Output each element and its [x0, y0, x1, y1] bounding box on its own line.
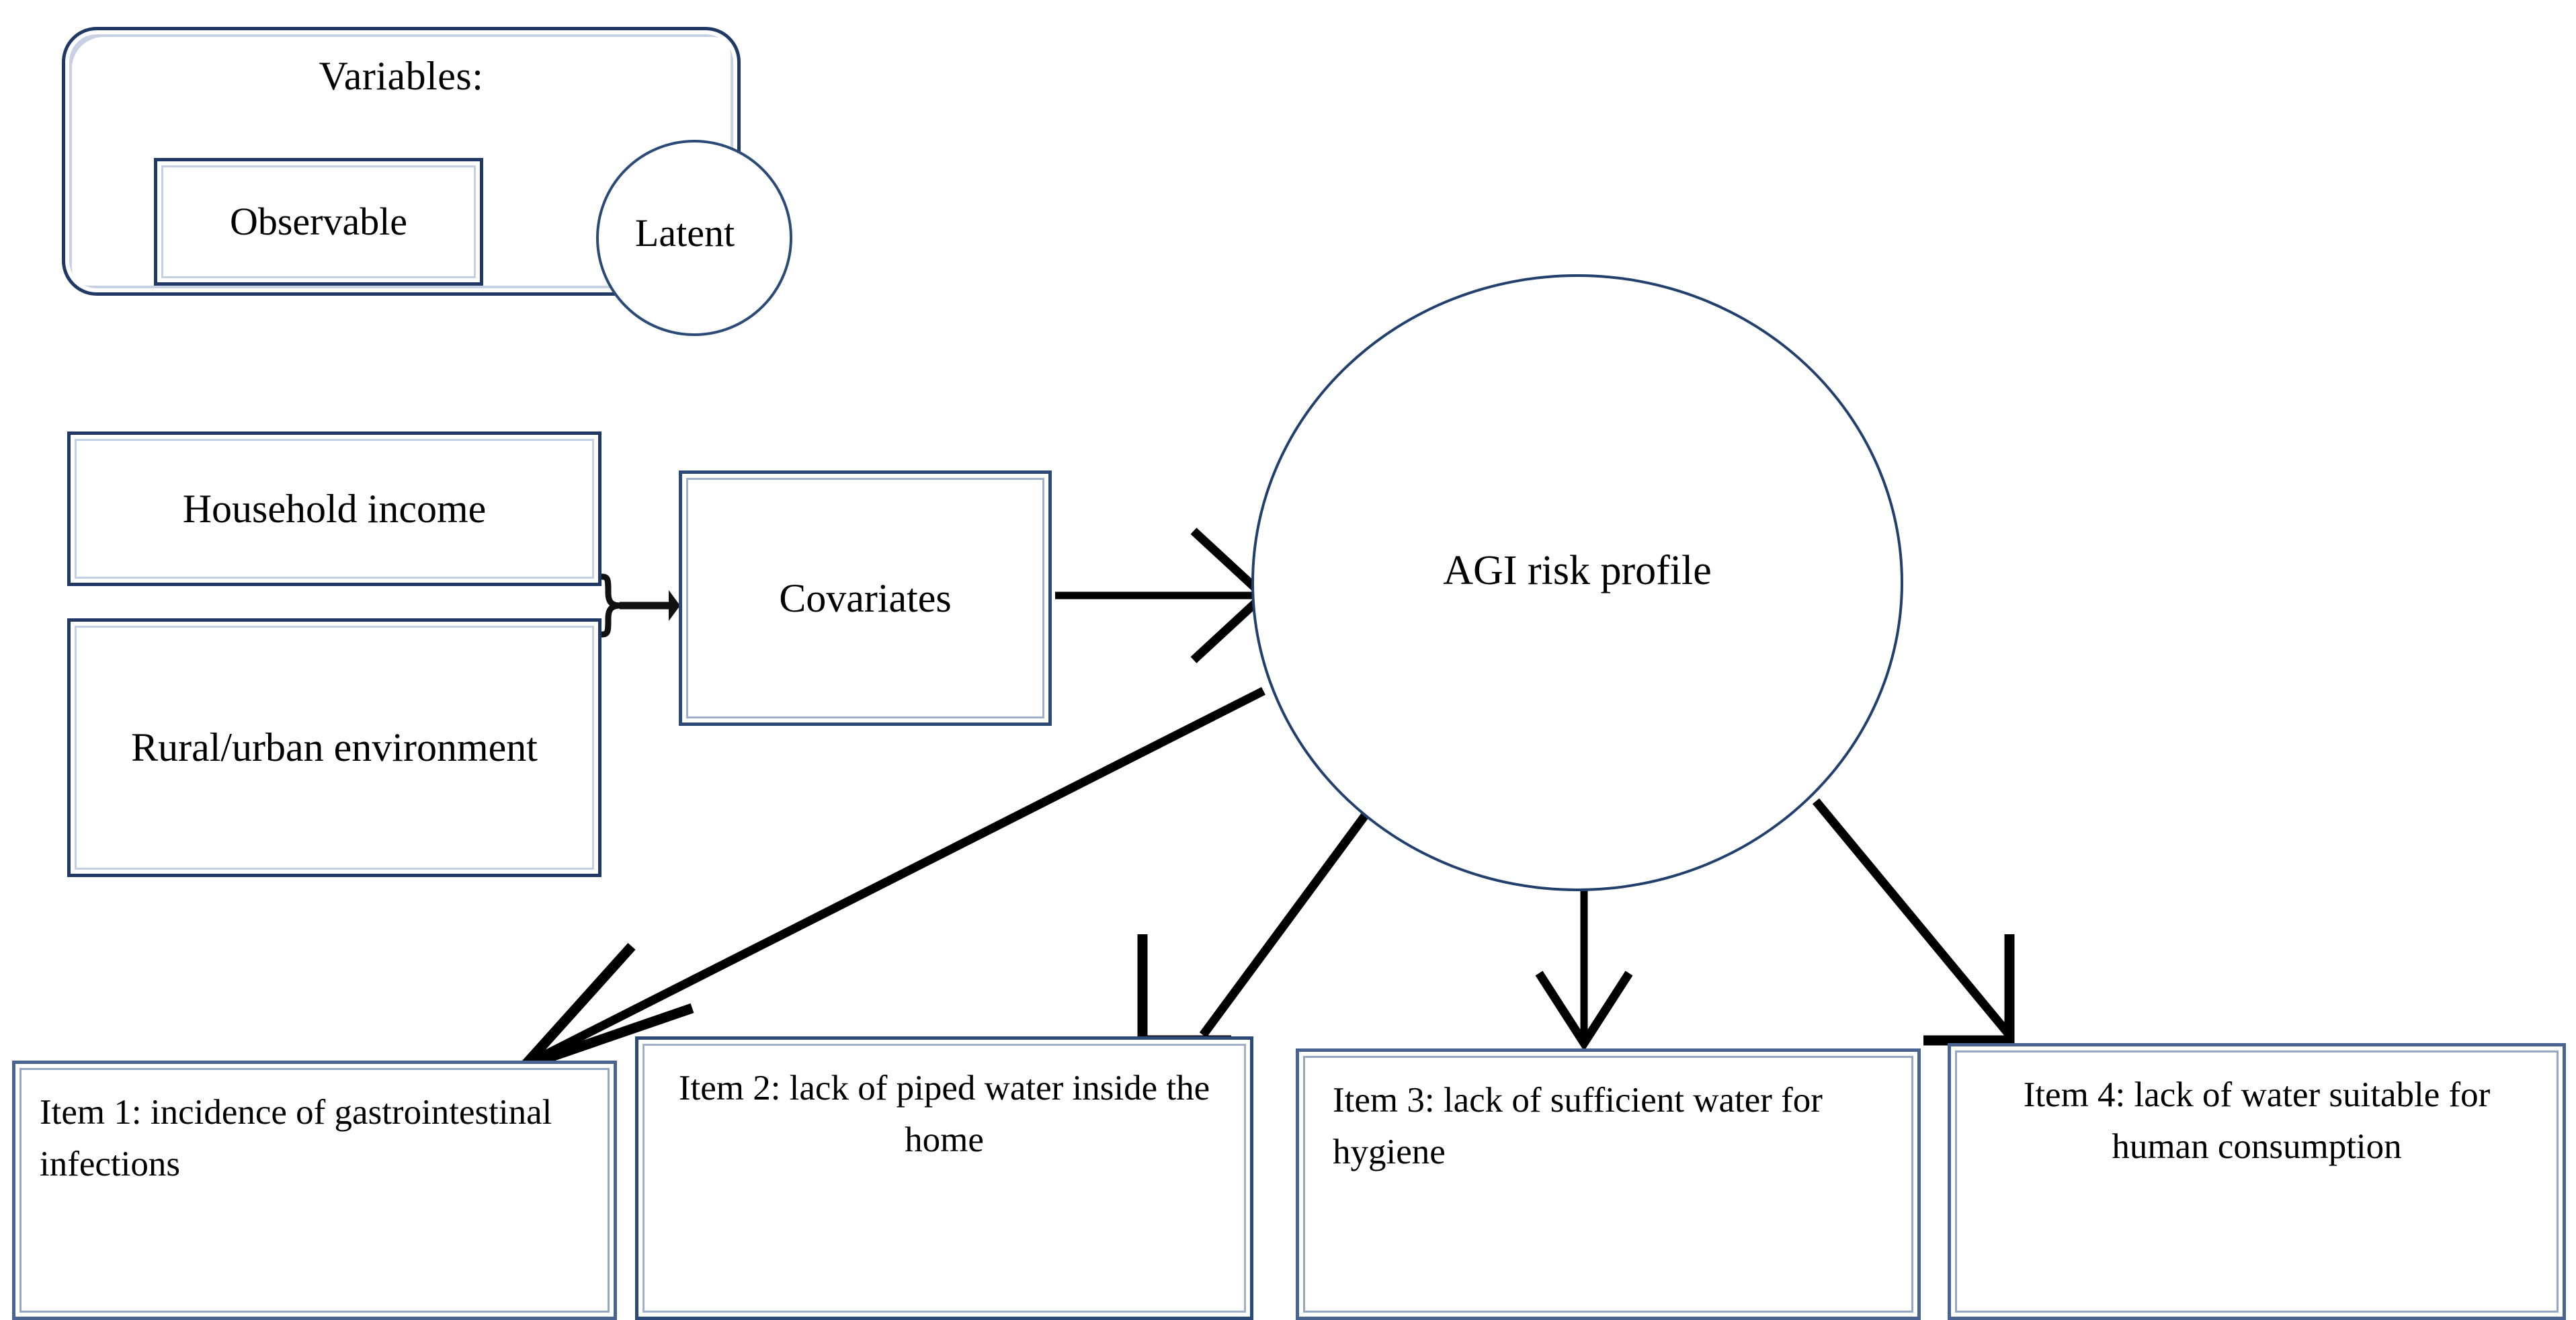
node-item-1-label: Item 1: incidence of gastrointestinal in…	[40, 1093, 552, 1184]
node-household-income-label: Household income	[182, 486, 487, 531]
node-item-3: Item 3: lack of sufficient water for hyg…	[1296, 1048, 1921, 1320]
agi-to-item1-connector	[507, 687, 1265, 1077]
node-household-income: Household income	[67, 431, 601, 586]
node-covariates-label: Covariates	[779, 575, 952, 620]
agi-to-item2-connector	[1137, 809, 1372, 1046]
legend-title: Variables:	[319, 54, 484, 98]
legend-container: Variables: Observable Latent	[62, 27, 792, 336]
node-agi-risk-profile-label: AGI risk profile	[1443, 547, 1712, 593]
brace-to-covariates-connector	[598, 573, 680, 638]
node-rural-urban-environment: Rural/urban environment	[67, 618, 601, 877]
legend-latent-label: Latent	[634, 210, 735, 255]
node-covariates: Covariates	[679, 470, 1052, 726]
node-item-4: Item 4: lack of water suitable for human…	[1948, 1043, 2566, 1320]
node-rural-urban-environment-label: Rural/urban environment	[131, 725, 538, 770]
legend-observable-swatch: Observable	[154, 158, 483, 286]
node-agi-risk-profile: AGI risk profile	[1251, 274, 1903, 891]
node-item-2-label: Item 2: lack of piped water inside the h…	[678, 1069, 1210, 1159]
node-item-4-label: Item 4: lack of water suitable for human…	[2023, 1075, 2491, 1166]
agi-to-item4-connector	[1812, 798, 2015, 1046]
agi-to-item3-connector	[1535, 886, 1633, 1052]
legend-observable-label: Observable	[229, 199, 408, 243]
node-item-3-label: Item 3: lack of sufficient water for hyg…	[1333, 1081, 1823, 1171]
node-item-2: Item 2: lack of piped water inside the h…	[635, 1036, 1253, 1320]
legend-latent-swatch: Latent	[596, 140, 792, 336]
covariates-to-agi-connector	[1055, 528, 1270, 663]
node-item-1: Item 1: incidence of gastrointestinal in…	[12, 1061, 617, 1320]
